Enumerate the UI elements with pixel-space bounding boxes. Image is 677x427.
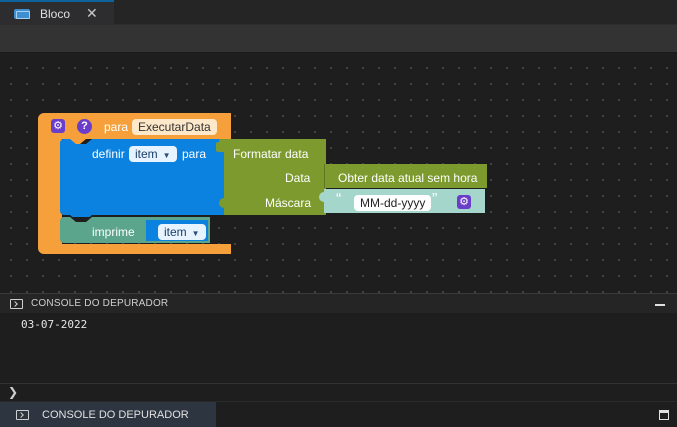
gear-icon[interactable]: ⚙ [457, 195, 471, 209]
console-input[interactable]: ❯ [0, 383, 677, 401]
minimize-icon[interactable] [655, 298, 665, 308]
console-header: CONSOLE DO DEPURADOR [0, 293, 677, 313]
set-variable-block[interactable] [60, 139, 228, 217]
status-tab-label: CONSOLE DO DEPURADOR [42, 409, 189, 421]
format-date-block[interactable] [216, 139, 328, 217]
set-variable-name: item [135, 147, 158, 161]
terminal-icon [16, 410, 29, 420]
console-title: CONSOLE DO DEPURADOR [31, 298, 169, 309]
tab-bar: Bloco ✕ [0, 0, 677, 25]
console-output-line: 03-07-2022 [21, 318, 88, 331]
help-icon[interactable]: ? [77, 119, 92, 134]
format-date-label: Formatar data [233, 147, 309, 161]
set-to-keyword: para [182, 147, 207, 161]
close-quote-icon: ” [432, 191, 438, 208]
print-variable-name: item [164, 225, 187, 239]
tab-label: Bloco [40, 7, 71, 21]
console-output: 03-07-2022 [0, 313, 677, 383]
block-editor-icon [14, 9, 30, 19]
format-date-date-label: Data [285, 171, 311, 185]
open-quote-icon: “ [336, 191, 342, 208]
terminal-icon [10, 299, 23, 309]
print-keyword: imprime [92, 225, 135, 239]
toolbar [0, 25, 677, 53]
mask-text-field[interactable]: MM-dd-yyyy [354, 195, 432, 211]
set-variable-dropdown[interactable]: item ▼ [129, 146, 177, 162]
window-icon[interactable] [659, 410, 669, 420]
gear-icon[interactable]: ⚙ [51, 119, 65, 133]
status-bar: CONSOLE DO DEPURADOR [0, 401, 677, 427]
tab-bloco[interactable]: Bloco ✕ [0, 0, 114, 25]
current-date-label: Obter data atual sem hora [338, 171, 478, 185]
status-tab-console[interactable]: CONSOLE DO DEPURADOR [0, 402, 216, 427]
procedure-keyword: para [104, 120, 129, 134]
prompt-chevron-icon: ❯ [8, 385, 19, 399]
chevron-down-icon: ▼ [162, 151, 171, 160]
set-keyword: definir [92, 147, 125, 161]
procedure-name-field[interactable]: ExecutarData [132, 119, 217, 135]
chevron-down-icon: ▼ [191, 229, 200, 238]
current-date-block[interactable] [318, 164, 490, 190]
blocks-workspace[interactable]: ⚙ ? para ExecutarData definir item ▼ para… [0, 54, 677, 293]
print-variable-dropdown[interactable]: item ▼ [158, 224, 206, 240]
format-date-mask-label: Máscara [265, 196, 312, 210]
tab-close-icon[interactable]: ✕ [86, 5, 98, 21]
